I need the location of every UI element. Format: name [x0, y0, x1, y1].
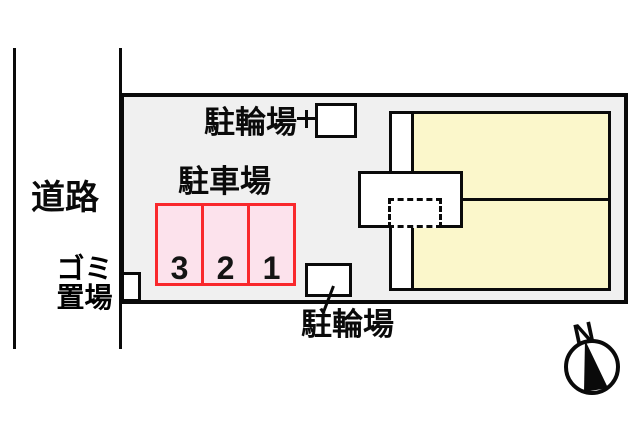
- bicycle-parking-box-top: [315, 103, 357, 138]
- garbage-label-line2: 置場: [56, 282, 113, 313]
- garbage-area-label: ゴミ 置場: [50, 254, 119, 312]
- leader-tick-top: [305, 110, 308, 128]
- building-room: [411, 111, 611, 291]
- garbage-box: [121, 272, 141, 302]
- compass-needle: [584, 340, 608, 392]
- road-edge-line-left: [13, 48, 16, 349]
- entrance-dashed-box: [388, 198, 442, 228]
- bicycle-parking-label-top: 駐輪場: [204, 105, 297, 140]
- parking-stall-1: 1: [247, 206, 293, 286]
- compass-circle: [564, 339, 620, 395]
- garbage-label-line1: ゴミ: [56, 253, 113, 284]
- parking-stall-number: 1: [262, 249, 281, 286]
- compass-north-icon: N: [564, 316, 620, 395]
- parking-stalls: 3 2 1: [155, 203, 296, 286]
- building-room-divider: [414, 198, 608, 201]
- bicycle-parking-label-bottom: 駐輪場: [301, 307, 394, 342]
- road-label: 道路: [31, 179, 99, 217]
- parking-stall-number: 3: [170, 249, 189, 286]
- parking-stall-3: 3: [158, 206, 201, 283]
- car-parking-label: 駐車場: [178, 164, 271, 199]
- parking-stall-number: 2: [216, 249, 235, 286]
- parking-stall-2: 2: [201, 206, 247, 286]
